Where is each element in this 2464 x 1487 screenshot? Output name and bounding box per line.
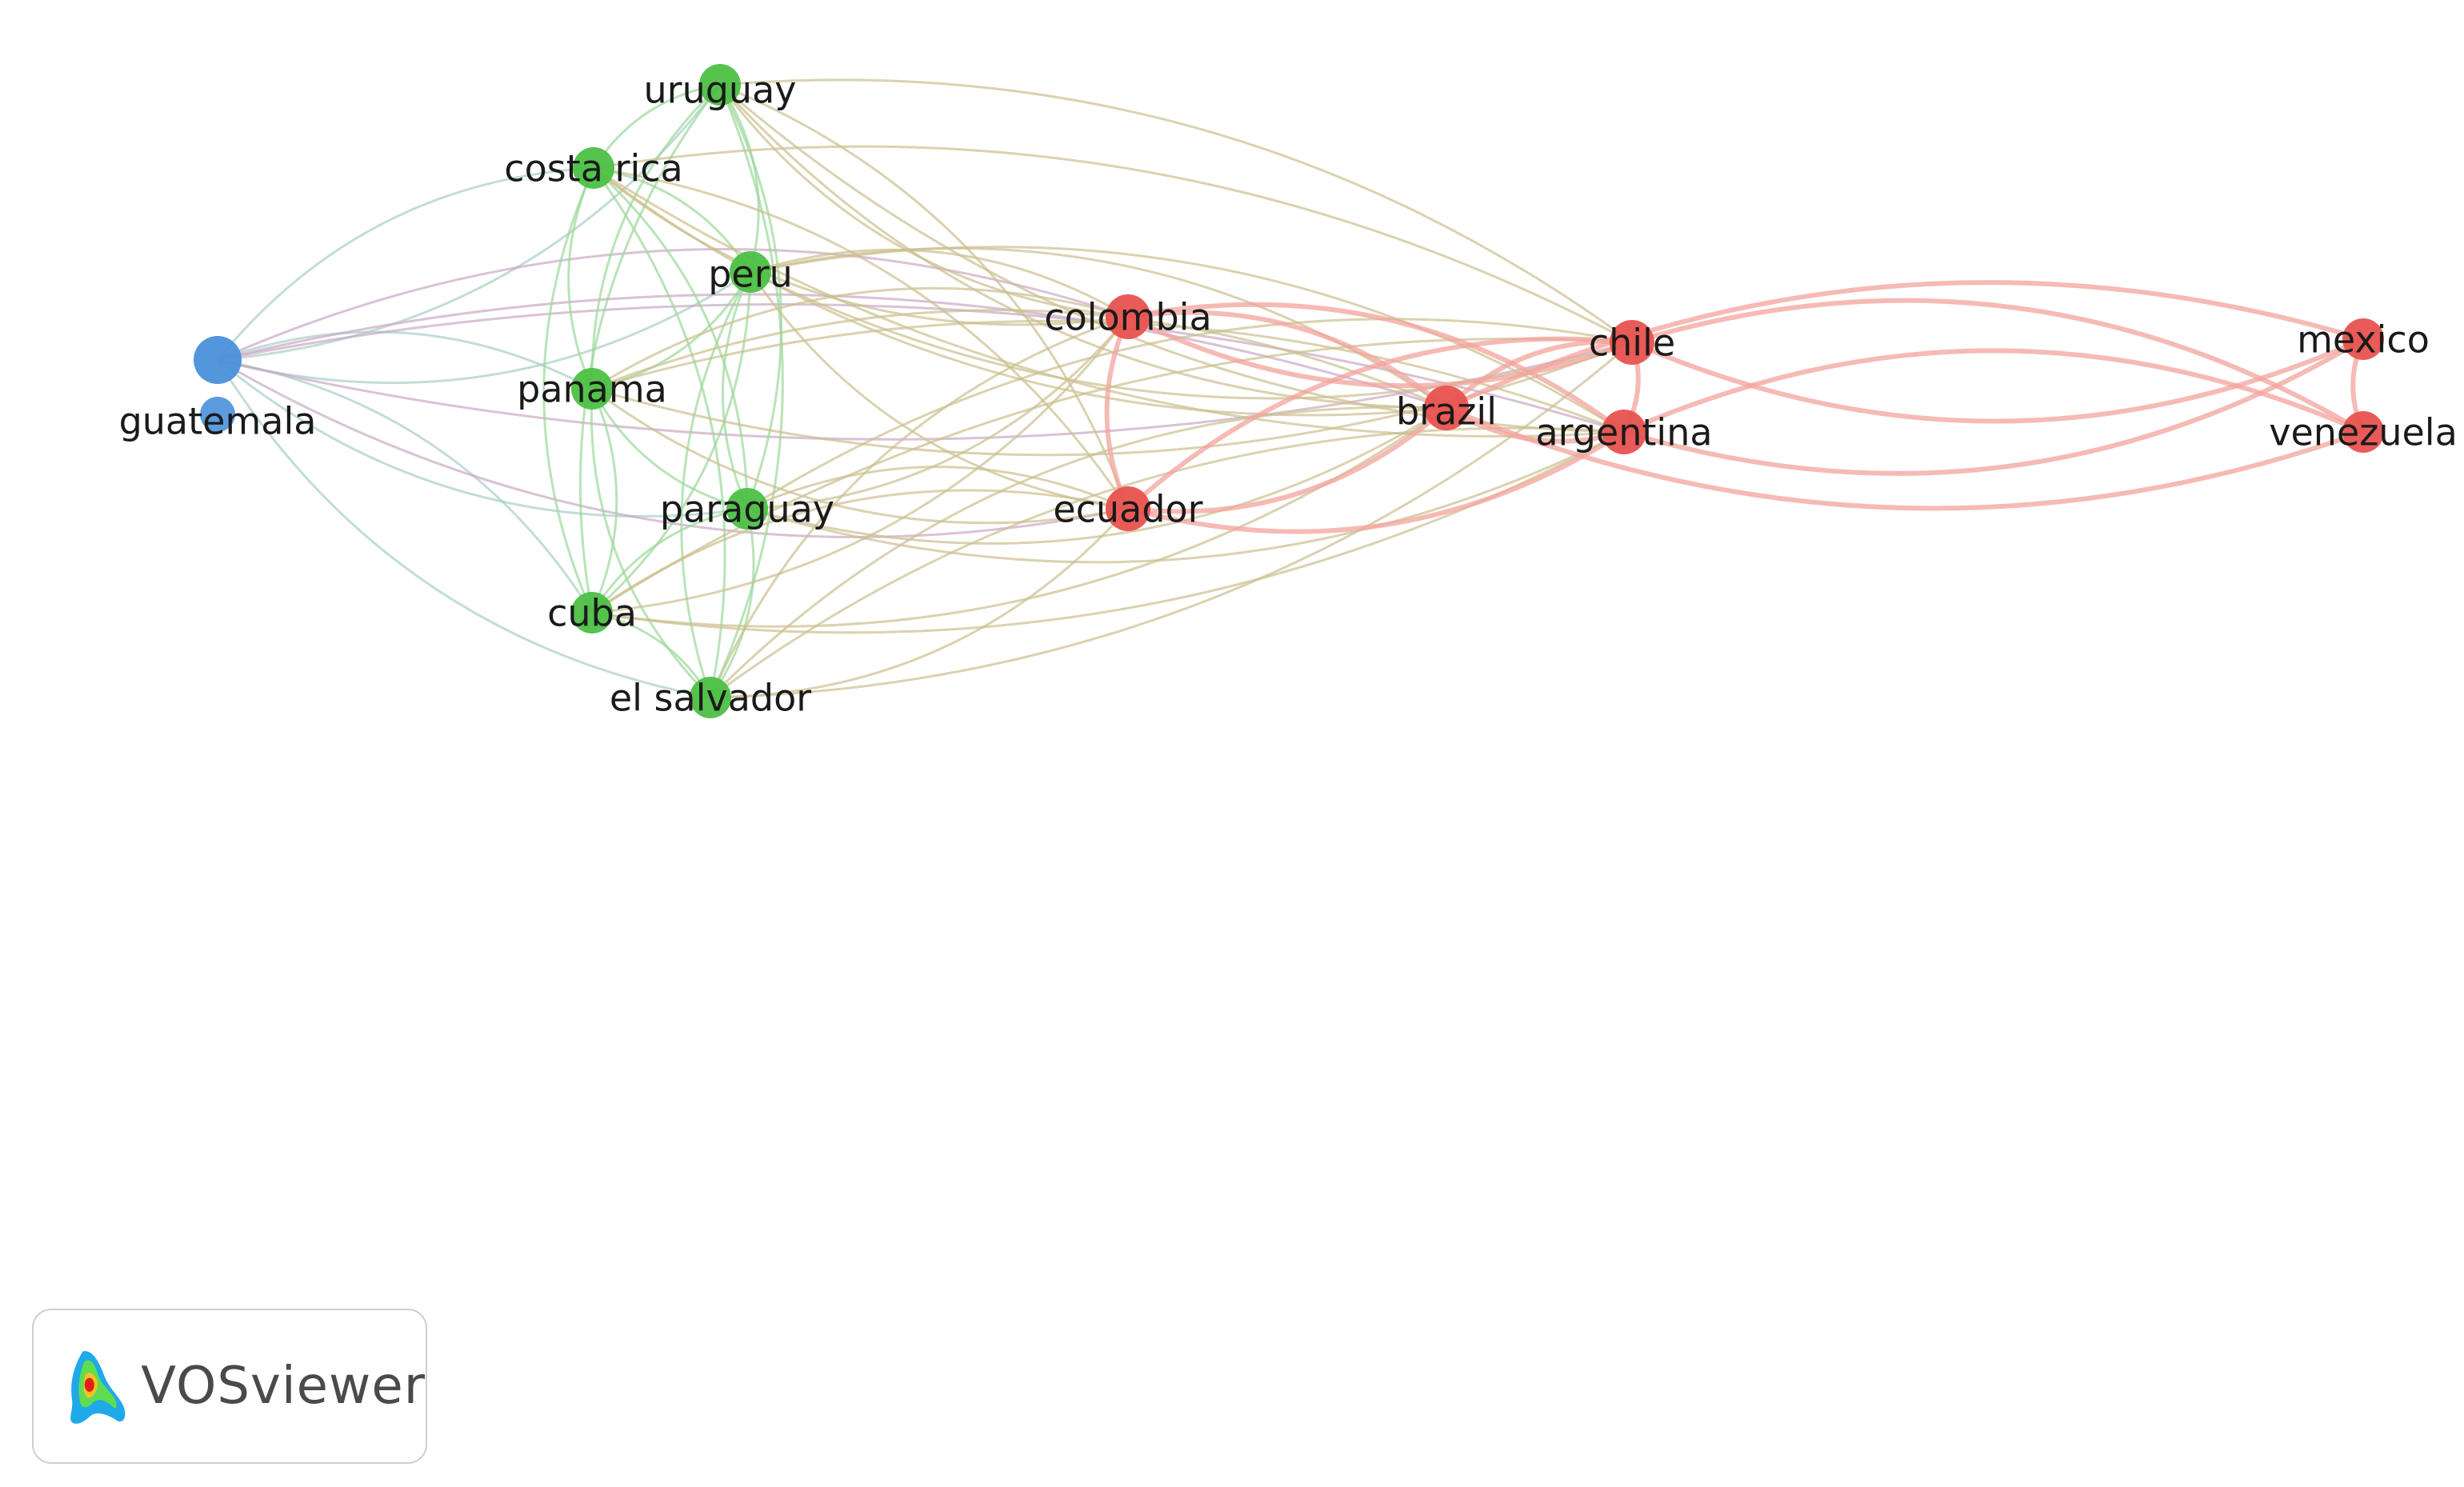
- label-ecuador: ecuador: [1053, 488, 1202, 531]
- edge-paraguay-el-salvador: [709, 508, 755, 698]
- label-guatemala: guatemala: [119, 400, 317, 443]
- label-uruguay: uruguay: [644, 69, 797, 112]
- vosviewer-badge: VOSviewer: [32, 1309, 427, 1464]
- edge-costa-rica-brazil: [593, 166, 1447, 417]
- label-paraguay: paraguay: [660, 488, 834, 531]
- edge-panama-cuba: [590, 388, 618, 614]
- label-el-salvador: el salvador: [610, 677, 811, 720]
- edge-uruguay-peru: [718, 84, 760, 273]
- node-venezuela[interactable]: [2342, 411, 2384, 453]
- edge-ecuador-chile: [1126, 336, 1633, 511]
- edge-costa-rica-ecuador: [593, 166, 1130, 510]
- node-ecuador[interactable]: [1106, 486, 1150, 531]
- network-edges: [216, 78, 2366, 699]
- edge-guatemala-ecuador: [217, 358, 1129, 538]
- edge-panama-ecuador: [591, 387, 1129, 525]
- node-peru[interactable]: [730, 251, 771, 293]
- node-guatemala-secondary[interactable]: [200, 397, 235, 432]
- edge-peru-colombia: [750, 248, 1129, 318]
- edge-guatemala-argentina: [217, 303, 1625, 434]
- node-brazil[interactable]: [1424, 386, 1469, 430]
- edge-el-salvador-argentina: [710, 426, 1625, 699]
- edge-uruguay-el-salvador: [709, 84, 784, 698]
- node-uruguay[interactable]: [699, 64, 741, 106]
- edge-panama-paraguay: [590, 388, 748, 510]
- edge-peru-paraguay: [721, 271, 752, 510]
- edge-uruguay-panama: [590, 83, 722, 390]
- edge-brazil-venezuela: [1445, 406, 2365, 511]
- edge-cuba-chile: [591, 337, 1633, 614]
- edge-cuba-colombia: [591, 316, 1130, 614]
- node-costa-rica[interactable]: [573, 147, 614, 189]
- edge-el-salvador-ecuador: [710, 507, 1130, 699]
- edge-paraguay-cuba: [590, 507, 748, 614]
- edge-ecuador-brazil: [1127, 406, 1448, 514]
- network-labels: guatemala uruguay costa rica peru panama para…: [119, 69, 2458, 720]
- node-paraguay[interactable]: [726, 488, 768, 530]
- label-peru: peru: [708, 253, 793, 296]
- edge-guatemala-paraguay: [217, 358, 748, 518]
- node-panama[interactable]: [571, 368, 613, 410]
- edge-ecuador-argentina: [1127, 430, 1626, 534]
- node-guatemala[interactable]: [194, 336, 242, 384]
- edge-costa-rica-el-salvador: [592, 167, 726, 698]
- edge-panama-brazil: [591, 309, 1447, 410]
- edge-guatemala-peru: [217, 270, 751, 385]
- edge-paraguay-chile: [746, 318, 1633, 510]
- node-mexico[interactable]: [2342, 318, 2384, 360]
- edge-chile-venezuela: [1631, 298, 2365, 434]
- edge-uruguay-paraguay: [718, 84, 783, 510]
- edge-colombia-chile: [1126, 314, 1634, 389]
- label-chile: chile: [1589, 322, 1675, 365]
- edge-costa-rica-chile: [593, 145, 1633, 344]
- node-el-salvador[interactable]: [690, 677, 731, 718]
- node-argentina[interactable]: [1602, 410, 1646, 454]
- label-brazil: brazil: [1396, 390, 1497, 434]
- edge-argentina-venezuela: [1622, 348, 2365, 434]
- edge-el-salvador-colombia: [709, 315, 1129, 698]
- label-mexico: mexico: [2297, 318, 2430, 362]
- edge-panama-colombia: [591, 286, 1129, 390]
- edge-uruguay-brazil: [718, 83, 1447, 410]
- edge-uruguay-cuba: [578, 84, 722, 614]
- edge-brazil-chile: [1444, 339, 1633, 410]
- edge-brazil-mexico: [1445, 280, 2364, 410]
- edge-costa-rica-cuba: [542, 167, 595, 614]
- edge-paraguay-argentina: [746, 430, 1625, 564]
- edge-peru-el-salvador: [680, 271, 752, 698]
- edge-costa-rica-paraguay: [592, 166, 749, 510]
- edge-panama-el-salvador: [590, 388, 712, 699]
- edge-colombia-argentina: [1127, 302, 1626, 434]
- edge-colombia-ecuador: [1104, 315, 1130, 510]
- edge-paraguay-ecuador: [746, 466, 1129, 510]
- edge-guatemala-costa-rica: [216, 166, 594, 361]
- edge-uruguay-chile: [719, 78, 1633, 344]
- edge-costa-rica-argentina: [593, 166, 1625, 438]
- node-cuba[interactable]: [571, 592, 613, 634]
- edge-guatemala-panama: [217, 330, 593, 390]
- edge-paraguay-colombia: [746, 316, 1130, 510]
- edge-paraguay-brazil: [746, 406, 1447, 545]
- edge-argentina-mexico: [1623, 337, 2365, 476]
- edge-colombia-brazil: [1127, 310, 1448, 410]
- vosviewer-label: VOSviewer: [141, 1357, 426, 1416]
- label-panama: panama: [517, 368, 667, 411]
- node-chile[interactable]: [1610, 320, 1654, 365]
- label-cuba: cuba: [547, 592, 637, 635]
- edge-guatemala-el-salvador: [216, 359, 711, 699]
- edge-el-salvador-brazil: [709, 406, 1447, 699]
- network-nodes: [194, 64, 2384, 718]
- label-argentina: argentina: [1535, 411, 1712, 454]
- label-costa-rica: costa rica: [504, 147, 682, 190]
- vosviewer-logo-icon: [70, 1351, 126, 1424]
- node-colombia[interactable]: [1106, 294, 1150, 339]
- edge-chile-mexico: [1630, 337, 2365, 424]
- edge-uruguay-ecuador: [719, 83, 1130, 510]
- label-colombia: colombia: [1044, 296, 1211, 339]
- label-venezuela: venezuela: [2269, 411, 2458, 454]
